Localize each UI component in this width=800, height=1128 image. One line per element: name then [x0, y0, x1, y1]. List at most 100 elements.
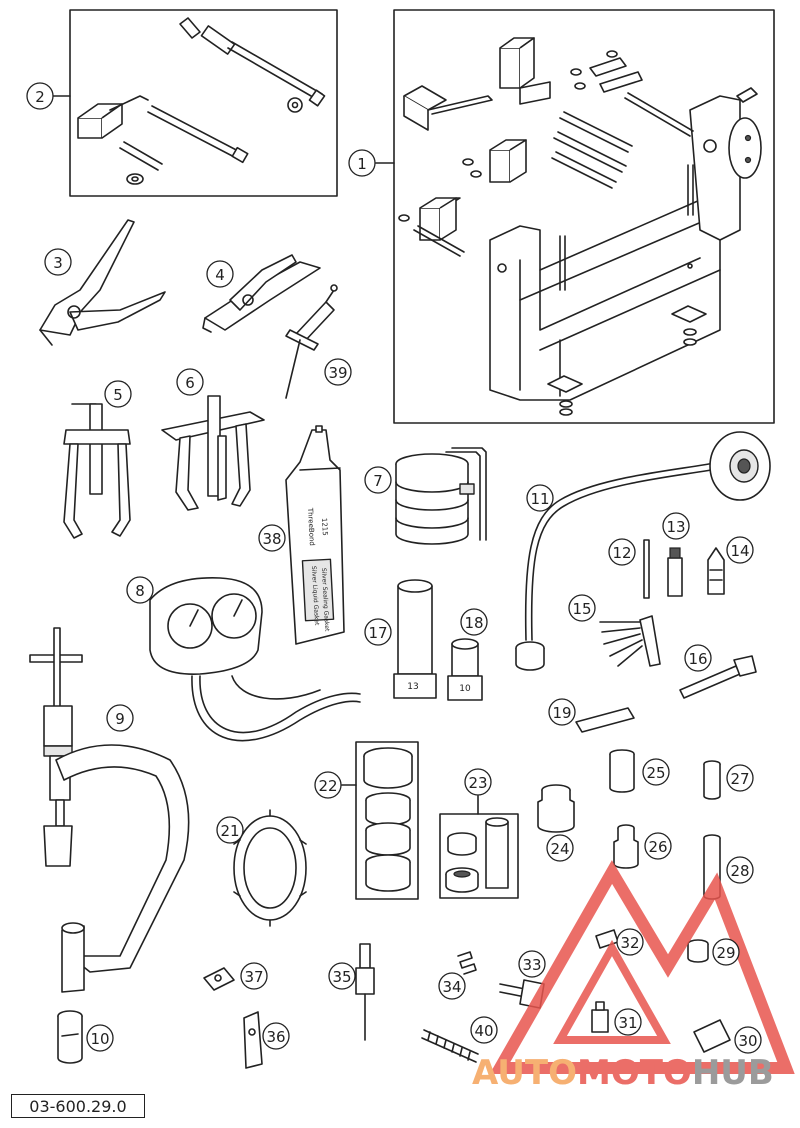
item-17-socket: 13	[393, 579, 437, 699]
callout-36-circle	[262, 1022, 290, 1050]
callout-2-label: 2	[35, 88, 45, 106]
watermark-triangle-icon	[489, 860, 795, 1074]
callout-40-label: 40	[474, 1022, 493, 1040]
callout-34-label: 34	[442, 978, 461, 996]
tube-brand: ThreeBond	[306, 507, 316, 546]
item-15-feeler-gauge	[599, 615, 661, 667]
item-4-hose-pliers	[202, 254, 321, 333]
watermark-part2: MOTO	[577, 1053, 692, 1093]
callout-39-label: 39	[328, 364, 347, 382]
callout-8-circle	[126, 576, 154, 604]
callout-11-circle	[526, 484, 554, 512]
callout-40-circle	[470, 1016, 498, 1044]
callout-27-circle	[726, 764, 754, 792]
document-code: 03-600.29.0	[11, 1094, 145, 1118]
callout-14-circle	[726, 536, 754, 564]
item-5-puller	[63, 403, 131, 539]
item-34-spring	[457, 951, 477, 975]
callout-2-circle	[26, 82, 54, 110]
callout-22-circle	[314, 771, 342, 799]
callout-24-label: 24	[550, 840, 569, 858]
callout-3-label: 3	[53, 254, 63, 272]
callout-39-circle	[324, 358, 352, 386]
item-40-spring	[421, 1029, 479, 1063]
callout-21-label: 21	[220, 822, 239, 840]
callout-15-label: 15	[572, 600, 591, 618]
item-13-bottle	[667, 547, 683, 597]
frame-item-23	[439, 813, 519, 899]
callout-9-circle	[106, 704, 134, 732]
svg-text:AUTOMOTOHUB: AUTOMOTOHUB	[472, 1053, 774, 1093]
item-25-drift	[609, 749, 635, 793]
item-18-socket: 10	[447, 638, 483, 701]
tube-number: 1215	[320, 518, 329, 536]
socket-17-label: 13	[407, 682, 418, 692]
item-39-syringe	[285, 284, 338, 399]
callout-37-label: 37	[244, 968, 263, 986]
item-22-ring-set	[363, 747, 413, 892]
callout-10-circle	[86, 1024, 114, 1052]
callout-33-circle	[518, 950, 546, 978]
callout-18-label: 18	[464, 614, 483, 632]
callout-15-circle	[568, 594, 596, 622]
item-26-drift	[613, 824, 639, 869]
callout-14-label: 14	[730, 542, 749, 560]
callout-31-circle	[614, 1008, 642, 1036]
callout-17-label: 17	[368, 624, 387, 642]
callout-1-label: 1	[357, 155, 367, 173]
callout-23-circle	[464, 768, 492, 796]
callout-35-label: 35	[332, 968, 351, 986]
item-3-pliers	[39, 219, 166, 346]
item-2-bolts-bracket	[77, 17, 326, 185]
callout-26-label: 26	[648, 838, 667, 856]
callout-38-label: 38	[262, 530, 281, 548]
callout-21-circle	[216, 816, 244, 844]
item-7-ring-compressor	[395, 447, 487, 545]
callout-3-circle	[44, 248, 72, 276]
callout-12-label: 12	[612, 544, 631, 562]
callout-27-label: 27	[730, 770, 749, 788]
item-29-nut	[687, 939, 709, 963]
item-19-strip	[575, 707, 635, 733]
callout-19-circle	[548, 698, 576, 726]
item-27-drift	[703, 760, 721, 800]
item-16-pin-wrench	[679, 655, 757, 699]
item-10-sleeve	[57, 1010, 83, 1064]
callout-32-label: 32	[620, 934, 639, 952]
callout-34-circle	[438, 972, 466, 1000]
item-6-puller	[161, 395, 265, 511]
item-30-cap	[693, 1019, 731, 1053]
callout-28-circle	[726, 856, 754, 884]
callout-12-circle	[608, 538, 636, 566]
tube-label-a: Silver Liquid Gasket	[310, 566, 320, 626]
watermark-part3: HUB	[692, 1053, 774, 1093]
callout-31-label: 31	[618, 1014, 637, 1032]
item-1-engine-stand	[398, 37, 762, 416]
callout-22-label: 22	[318, 777, 337, 795]
callout-26-circle	[644, 832, 672, 860]
callout-4-circle	[206, 260, 234, 288]
callout-7-label: 7	[373, 472, 383, 490]
watermark-part1: AUTO	[472, 1053, 577, 1093]
item-11-flex-stand	[515, 431, 771, 671]
callout-6-circle	[176, 368, 204, 396]
callout-10-label: 10	[90, 1030, 109, 1048]
item-8-gauge-set	[149, 577, 361, 742]
callout-29-label: 29	[716, 944, 735, 962]
frame-item-1	[393, 9, 775, 424]
callout-9-label: 9	[115, 710, 125, 728]
callout-35-circle	[328, 962, 356, 990]
frame-item-2	[69, 9, 338, 197]
item-38-sealant-tube: ThreeBond 1215 Silver Liquid Gasket Silv…	[285, 425, 345, 645]
callout-4-label: 4	[215, 266, 225, 284]
callout-32-circle	[616, 928, 644, 956]
callout-5-label: 5	[113, 386, 123, 404]
callout-25-label: 25	[646, 764, 665, 782]
callout-33-label: 33	[522, 956, 541, 974]
socket-18-label: 10	[459, 684, 471, 694]
item-24-drift	[537, 784, 575, 833]
callout-37-circle	[240, 962, 268, 990]
item-37-clip	[203, 967, 235, 991]
callout-30-label: 30	[738, 1032, 757, 1050]
